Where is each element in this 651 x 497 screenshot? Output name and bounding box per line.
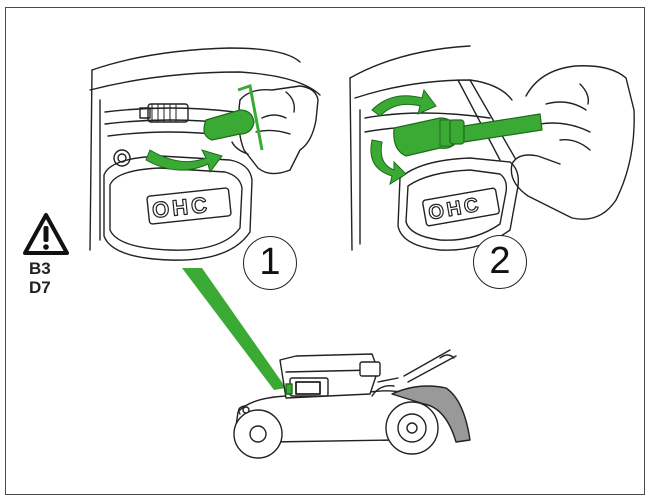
warning-codes: B3 D7 — [29, 259, 69, 297]
warning-code-1: B3 — [29, 259, 51, 278]
lawn-mower-illustration — [233, 349, 471, 459]
panel-2-green-parts — [370, 88, 543, 186]
step-1-badge: 1 — [243, 236, 297, 290]
panel-1-engine-detail: OHC — [89, 47, 321, 261]
panel-1-green-parts — [145, 84, 264, 174]
panel-2-engine-detail: OHC — [349, 45, 635, 251]
step-2-badge: 2 — [473, 235, 527, 289]
ohc-label-1: OHC — [151, 192, 211, 223]
warning-code-2: D7 — [29, 278, 51, 297]
pointer-beam — [182, 268, 286, 390]
warning-triangle-icon — [23, 213, 69, 255]
